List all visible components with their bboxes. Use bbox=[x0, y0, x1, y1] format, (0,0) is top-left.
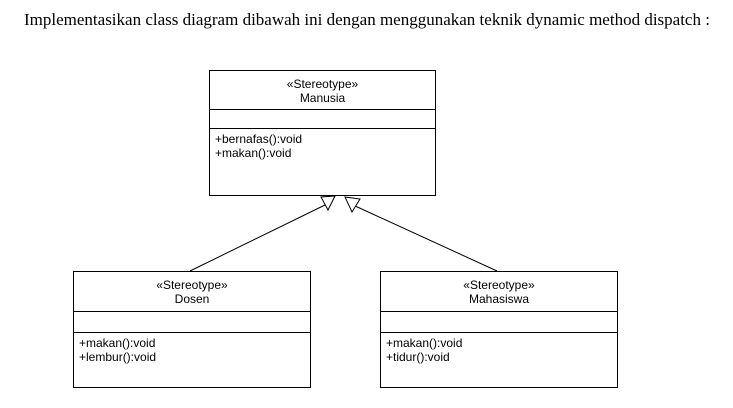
instruction-text: Implementasikan class diagram dibawah in… bbox=[24, 10, 710, 29]
mahasiswa-to-manusia-arrow bbox=[344, 196, 498, 272]
dosen-operation: +makan():void bbox=[79, 336, 156, 350]
manusia-stereotype: «Stereotype» bbox=[286, 77, 359, 91]
dosen-to-manusia-arrow bbox=[189, 195, 336, 272]
mahasiswa-operations: +makan():void +tidur():void bbox=[381, 333, 617, 364]
class-manusia: «Stereotype» Manusia +bernafas():void +m… bbox=[209, 70, 436, 196]
manusia-operations: +bernafas():void +makan():void bbox=[210, 129, 435, 160]
mahasiswa-operation: +makan():void bbox=[386, 336, 463, 350]
dosen-operation: +lembur():void bbox=[79, 350, 157, 364]
mahasiswa-operation: +tidur():void bbox=[386, 350, 450, 364]
dosen-stereotype: «Stereotype» bbox=[156, 278, 228, 292]
manusia-operation: +makan():void bbox=[215, 146, 292, 160]
manusia-attributes bbox=[210, 110, 435, 129]
mahasiswa-class-name: Mahasiswa bbox=[468, 292, 530, 306]
manusia-class-name: Manusia bbox=[299, 91, 346, 105]
class-dosen: «Stereotype» Dosen +makan():void +lembur… bbox=[73, 271, 311, 388]
dosen-operations: +makan():void +lembur():void bbox=[74, 333, 310, 364]
manusia-operation: +bernafas():void bbox=[215, 132, 303, 146]
class-mahasiswa: «Stereotype» Mahasiswa +makan():void +ti… bbox=[380, 271, 618, 388]
dosen-class-name: Dosen bbox=[174, 292, 210, 306]
mahasiswa-attributes bbox=[381, 312, 617, 333]
dosen-attributes bbox=[74, 312, 310, 333]
mahasiswa-stereotype: «Stereotype» bbox=[463, 278, 535, 292]
